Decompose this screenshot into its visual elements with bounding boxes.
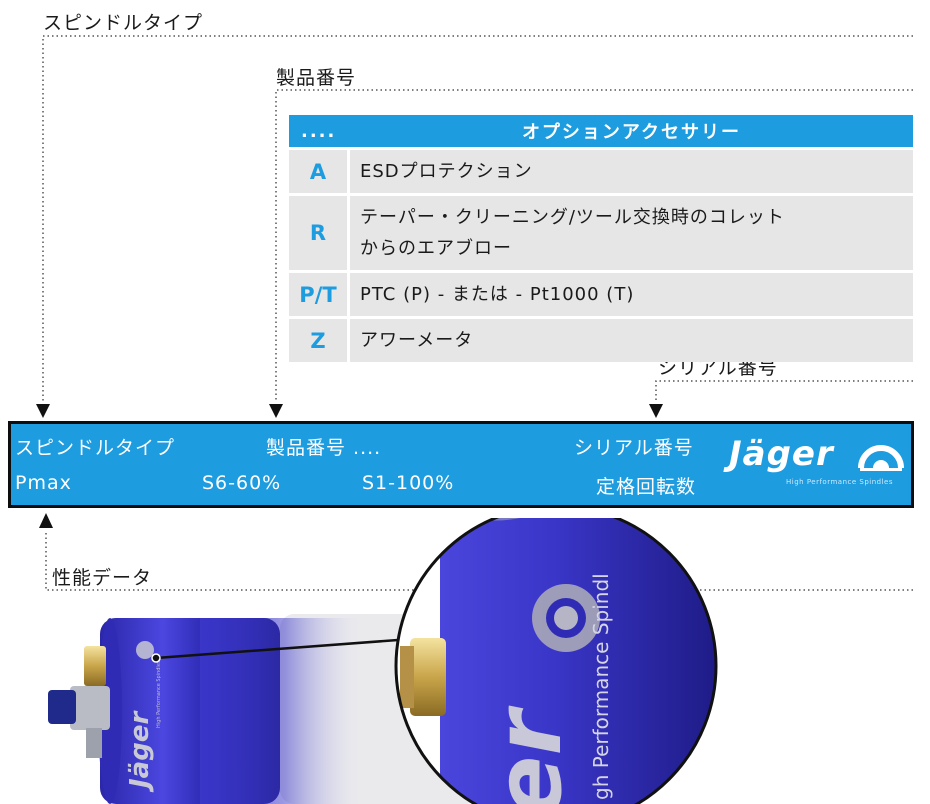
plate-s1: S1-100% [362,472,455,494]
zoom-brand-text: er [475,705,582,804]
spindle-type-leader [42,35,913,402]
zoom-tagline-text: gh Performance Spindl [589,573,613,800]
jager-logo: Jäger [729,434,834,474]
table-row: A ESDプロテクション [289,150,913,193]
product-number-leader [275,89,913,402]
option-code: A [289,150,350,193]
plate-serial-number: シリアル番号 [574,437,694,459]
option-desc: アワーメータ [350,319,913,362]
spindle-brand-text: Jäger [125,710,155,793]
serial-number-label: シリアル番号 [658,357,778,379]
serial-number-arrow [649,404,663,418]
option-code: P/T [289,273,350,316]
spindle-type-arrow [36,404,50,418]
zoom-circle-border [394,518,718,804]
spindle-tagline-text: High Performance Spindles [156,660,162,728]
zoom-pointer-line [155,638,399,660]
table-header-row: .... オプションアクセサリー [289,115,913,147]
jager-tagline: High Performance Spindles [786,478,894,486]
zoom-detail: er gh Performance Spindl [396,518,716,804]
plate-rated-speed: 定格回転数 [596,476,697,498]
serial-number-leader [655,380,913,402]
option-desc: ESDプロテクション [350,150,913,193]
spindle-photo: Jäger High Performance Spindles er gh Pe… [48,518,718,804]
table-header-code: .... [289,115,350,147]
plate-pmax: Pmax [15,472,72,494]
option-code: Z [289,319,350,362]
plate-spindle-type: スピンドルタイプ [15,437,176,459]
table-row: Z アワーメータ [289,319,913,362]
performance-data-label: 性能データ [52,567,153,589]
plate-s6: S6-60% [202,472,282,494]
type-plate-banner: スピンドルタイプ 製品番号 .... シリアル番号 Pmax S6-60% S1… [8,421,914,508]
product-number-arrow [269,404,283,418]
performance-data-arrow [39,513,53,528]
option-desc: テーパー・クリーニング/ツール交換時のコレット からのエアブロー [350,196,913,270]
option-desc: PTC (P) - または - Pt1000 (T) [350,273,913,316]
spindle-type-label: スピンドルタイプ [43,12,204,34]
table-header-title: オプションアクセサリー [350,115,913,147]
zoom-pointer-dot [151,653,161,663]
option-accessories-table: .... オプションアクセサリー A ESDプロテクション R テーパー・クリー… [289,112,913,365]
table-row: R テーパー・クリーニング/ツール交換時のコレット からのエアブロー [289,196,913,270]
option-code: R [289,196,350,270]
product-number-label: 製品番号 [276,67,357,89]
plate-product-number: 製品番号 .... [266,437,382,459]
jager-logo-icon [857,445,905,476]
table-row: P/T PTC (P) - または - Pt1000 (T) [289,273,913,316]
option-desc-line: テーパー・クリーニング/ツール交換時のコレット [360,207,785,228]
option-desc-line: からのエアブロー [360,238,512,259]
